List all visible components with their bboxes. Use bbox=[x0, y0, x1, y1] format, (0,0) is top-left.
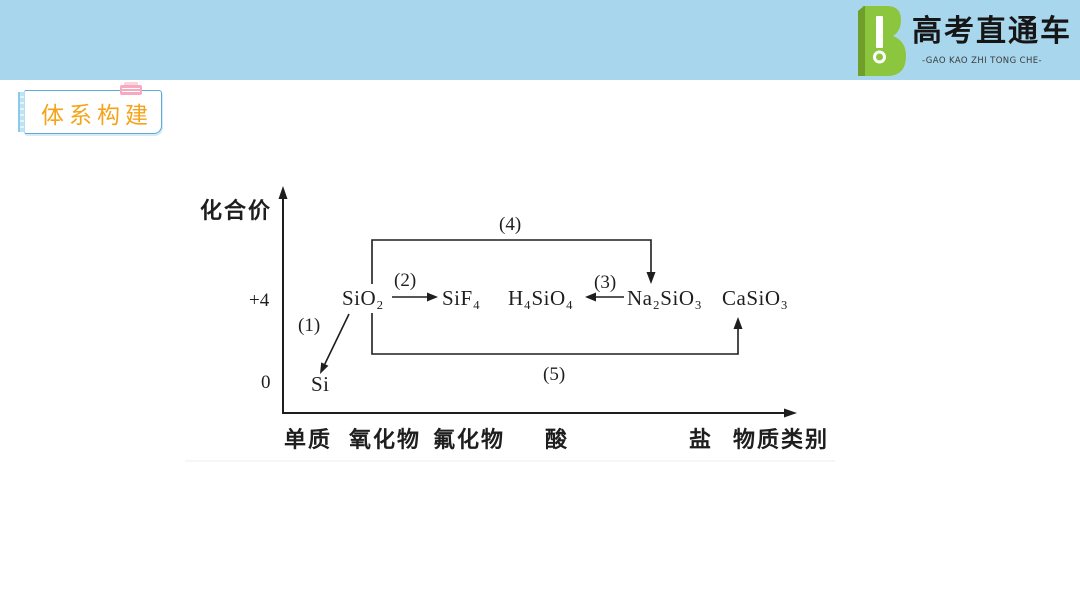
section-title: 体系构建 bbox=[41, 103, 153, 129]
reaction-1-arrow bbox=[324, 313, 350, 365]
species-sif4: SiF₄ bbox=[442, 286, 481, 310]
tab-edge-strip bbox=[18, 92, 28, 132]
paper-clip-icon bbox=[120, 82, 142, 95]
reaction-5-arrow bbox=[371, 313, 739, 355]
x-axis-label: 物质类别 bbox=[733, 427, 829, 453]
y-axis-arrowhead bbox=[278, 186, 288, 199]
reaction-3-arrowhead bbox=[585, 292, 596, 302]
brand-logo: 高考直通车 -GAO KAO ZHI TONG CHE- bbox=[852, 2, 1076, 78]
species-si: Si bbox=[311, 372, 330, 396]
x-category-acid: 酸 bbox=[545, 428, 569, 453]
reaction-2-label: (2) bbox=[394, 270, 416, 291]
reaction-1-label: (1) bbox=[298, 315, 320, 336]
y-tick-plus4: +4 bbox=[249, 290, 270, 311]
y-axis-label: 化合价 bbox=[200, 198, 272, 224]
species-h4sio4: H₄SiO₄ bbox=[508, 286, 574, 310]
reaction-5-arrowhead bbox=[733, 317, 743, 329]
x-axis-arrowhead bbox=[784, 408, 797, 418]
reaction-1-arrowhead bbox=[320, 362, 329, 374]
reaction-2-arrowhead bbox=[427, 292, 438, 302]
x-category-fluoride: 氟化物 bbox=[433, 427, 505, 453]
y-tick-0: 0 bbox=[261, 372, 271, 393]
x-category-elemental: 单质 bbox=[284, 428, 332, 453]
reaction-4-arrow bbox=[371, 239, 652, 284]
x-category-salt: 盐 bbox=[689, 428, 713, 453]
reaction-4-arrowhead bbox=[646, 272, 656, 284]
reaction-4-label: (4) bbox=[499, 214, 521, 235]
species-casio3: CaSiO₃ bbox=[722, 286, 788, 310]
reaction-3-label: (3) bbox=[594, 272, 616, 293]
brand-subtitle: -GAO KAO ZHI TONG CHE- bbox=[922, 56, 1043, 66]
x-category-oxide: 氧化物 bbox=[348, 427, 421, 453]
tab-box: 体系构建 bbox=[24, 90, 162, 134]
reaction-5-label: (5) bbox=[543, 364, 565, 385]
section-tab: 体系构建 bbox=[16, 82, 164, 136]
species-na2sio3: Na₂SiO₃ bbox=[627, 286, 702, 310]
brand-title: 高考直通车 bbox=[912, 14, 1072, 49]
silicon-valence-class-diagram: 化合价 +4 0 单质 氧化物 氟化物 酸 盐 物质类别 Si SiO₂ SiF… bbox=[185, 186, 835, 462]
species-sio2: SiO₂ bbox=[342, 286, 384, 310]
book-b-icon bbox=[858, 6, 906, 76]
